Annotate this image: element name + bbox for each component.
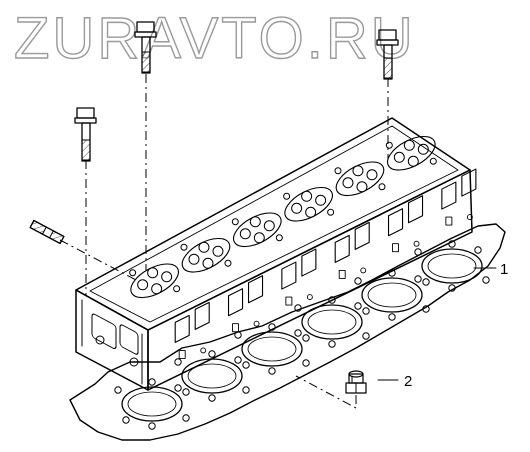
gasket-hole xyxy=(328,296,336,304)
watermark-logo: ZURAVTO.RU xyxy=(14,6,416,71)
side-port xyxy=(334,221,370,279)
gasket-holes xyxy=(114,240,490,430)
gasket-hole xyxy=(474,246,482,254)
stud xyxy=(29,219,137,281)
gasket-hole xyxy=(362,307,370,315)
gasket-hole xyxy=(362,332,370,340)
gasket-hole xyxy=(208,350,216,358)
side-port xyxy=(441,168,477,226)
head-bolt xyxy=(376,29,399,160)
gasket-hole xyxy=(328,340,336,348)
valve-pocket xyxy=(334,161,386,197)
side-port xyxy=(387,195,424,253)
gasket-hole xyxy=(182,388,190,396)
gasket-hole xyxy=(414,248,422,256)
gasket-hole xyxy=(174,384,182,392)
gasket-hole xyxy=(422,278,430,286)
gasket-hole xyxy=(182,414,190,422)
callout-2-label: 2 xyxy=(404,373,412,390)
gasket-hole xyxy=(148,422,156,430)
gasket-hole xyxy=(294,304,302,312)
gasket-hole xyxy=(234,356,242,364)
valve-pocket xyxy=(385,135,437,171)
gasket-hole xyxy=(482,276,490,284)
gasket-hole xyxy=(122,416,130,424)
gasket-hole xyxy=(294,329,302,337)
valve-pocket xyxy=(180,237,232,273)
head-front-details xyxy=(81,299,143,385)
head-bolt xyxy=(74,107,97,296)
head-side-ports xyxy=(174,168,477,359)
callout-2: 2 xyxy=(377,373,412,390)
nut xyxy=(295,370,367,409)
gasket-hole xyxy=(354,302,362,310)
gasket-hole xyxy=(242,361,250,369)
head-valve-pockets xyxy=(129,135,437,299)
gasket-hole xyxy=(174,358,182,366)
gasket-hole xyxy=(302,334,310,342)
gasket-hole xyxy=(234,331,242,339)
gasket-hole xyxy=(388,313,396,321)
gasket-hole xyxy=(422,305,430,313)
valve-pocket xyxy=(231,212,283,248)
gasket-hole xyxy=(242,386,250,394)
valve-pocket xyxy=(283,186,335,222)
cylinder-head xyxy=(75,117,477,391)
gasket-hole xyxy=(148,378,156,386)
gasket-hole xyxy=(114,386,122,394)
head-bolt xyxy=(134,21,157,270)
valve-pocket xyxy=(129,263,181,299)
gasket-hole xyxy=(414,275,422,283)
gasket-hole xyxy=(268,367,276,375)
side-port xyxy=(227,275,264,333)
gasket-hole xyxy=(302,359,310,367)
callout-1-label: 1 xyxy=(500,261,508,278)
callout-1: 1 xyxy=(473,261,508,278)
gasket-hole xyxy=(208,394,216,402)
head-gasket xyxy=(69,223,506,441)
side-port xyxy=(174,301,210,359)
gasket-hole xyxy=(448,284,456,292)
side-port xyxy=(281,248,317,306)
gasket-hole xyxy=(354,277,362,285)
